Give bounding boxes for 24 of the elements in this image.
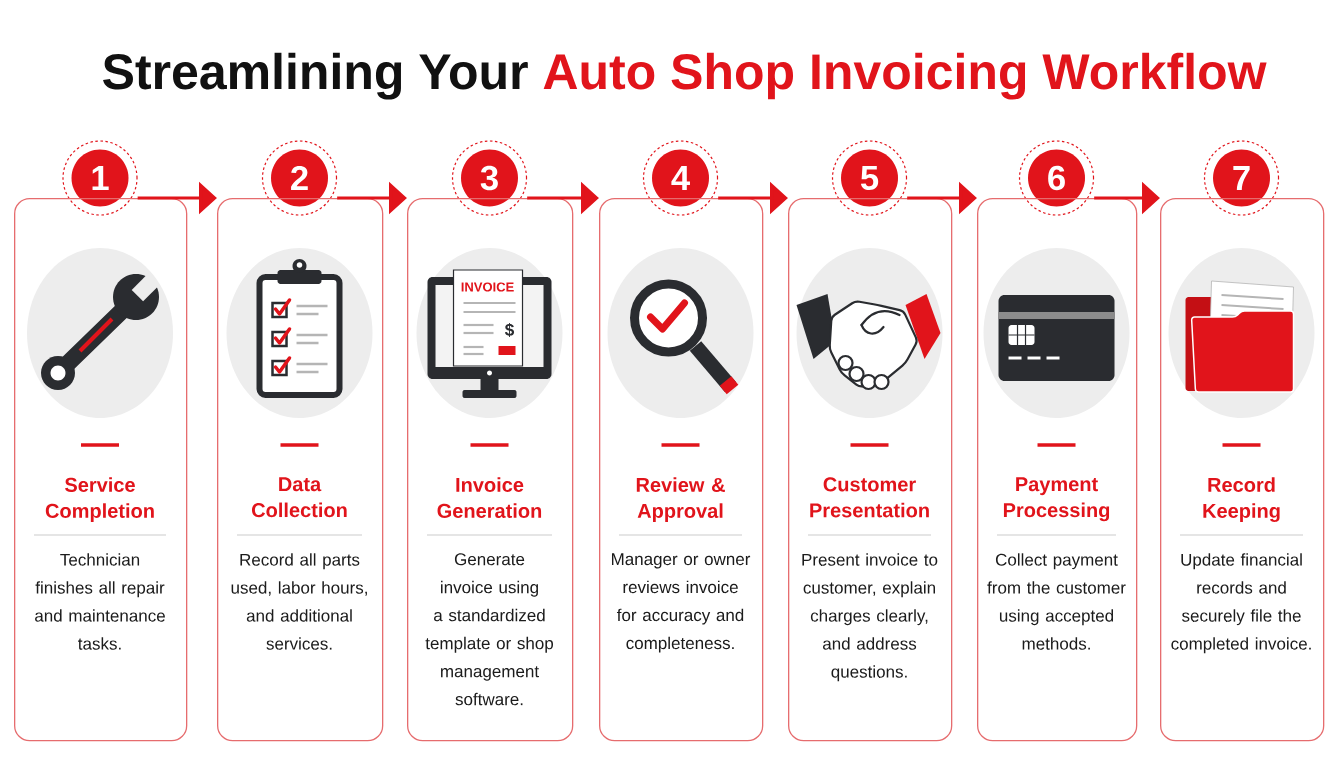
step-description: Present invoice to customer, explain charges clearly, and address questions.	[802, 553, 938, 682]
number-badge: 7	[1203, 140, 1280, 216]
step-title: Review & Approval	[636, 477, 725, 522]
step-title: Data Collection	[252, 477, 347, 518]
number-badge: 4	[642, 140, 719, 216]
document-title: INVOICE	[461, 282, 514, 292]
step-description: Collect payment from the customer using accepted methods.	[987, 553, 1126, 650]
step-title: Record Keeping	[1203, 477, 1280, 522]
dollar-sign: $	[504, 322, 515, 338]
number-badge: 2	[261, 140, 338, 216]
step-description: Generate invoice using a standardized template or shop management software.	[425, 553, 554, 706]
step-title: Customer Presentation	[810, 477, 929, 518]
step-description: Record all parts used, labor hours, and additional services.	[231, 553, 367, 650]
step-description: Manager or owner reviews invoice for accuracy and completeness.	[612, 553, 751, 653]
number-badge: 5	[831, 140, 908, 216]
step-title: Payment Processing	[1003, 477, 1110, 522]
number-badge: 1	[62, 140, 138, 216]
title: Streamlining Your Auto Shop Invoicing Workflow	[103, 52, 1267, 100]
number-badge: 3	[451, 140, 528, 216]
step-description: Update financial records and securely file the completed invoice.	[1171, 553, 1311, 654]
step-title: Service Completion	[45, 477, 154, 522]
step-title: Invoice Generation	[437, 477, 542, 518]
number-badge: 6	[1018, 140, 1095, 216]
step-description: Technician finishes all repair and maintenance tasks.	[35, 553, 165, 650]
